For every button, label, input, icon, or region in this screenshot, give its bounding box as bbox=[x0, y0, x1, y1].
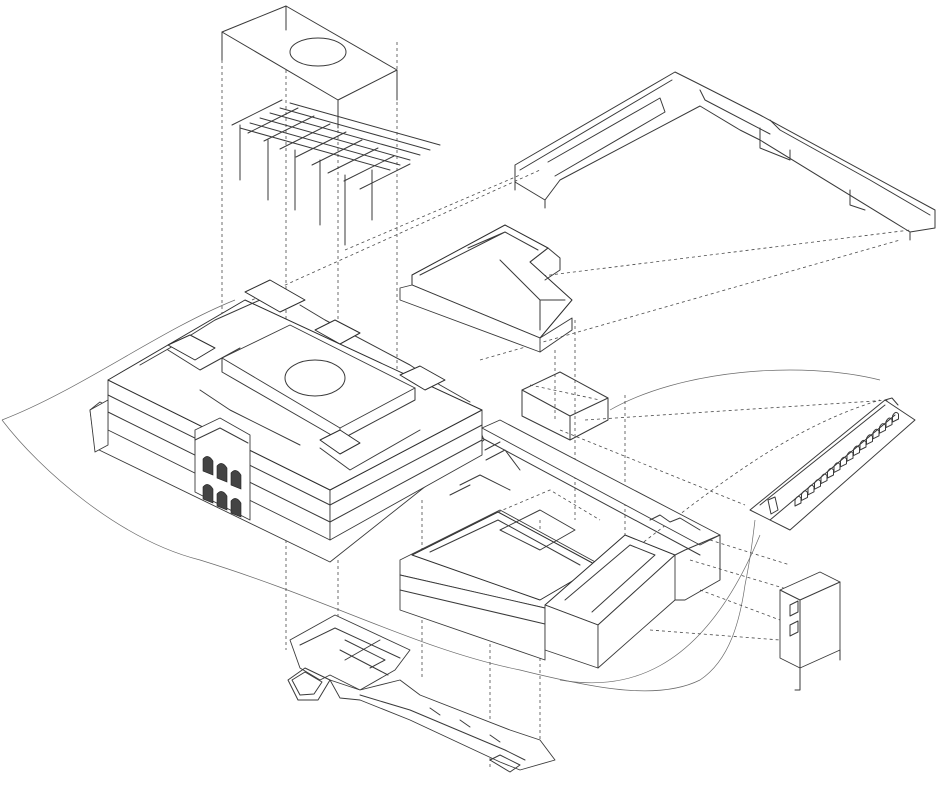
exploded-tower bbox=[779, 571, 841, 691]
courtyard-curve bbox=[559, 369, 881, 684]
gallery-arch bbox=[801, 490, 808, 501]
linework bbox=[327, 147, 379, 174]
annex-complex bbox=[399, 489, 721, 669]
gallery-arch bbox=[853, 445, 860, 457]
gallery-arch bbox=[840, 456, 847, 468]
pergola-structure bbox=[231, 99, 441, 246]
gallery-arch bbox=[820, 473, 828, 485]
gallery-arch bbox=[859, 439, 867, 451]
gallery-arch bbox=[833, 462, 841, 473]
linework bbox=[343, 155, 395, 182]
linework bbox=[259, 117, 411, 161]
main-building bbox=[89, 279, 485, 563]
gallery-arch bbox=[827, 467, 834, 479]
gallery-arch bbox=[866, 434, 873, 445]
linework bbox=[231, 99, 283, 126]
linework bbox=[279, 123, 331, 150]
linework bbox=[239, 127, 391, 171]
basement-plan bbox=[287, 614, 556, 773]
gallery-arch bbox=[879, 423, 886, 434]
linework bbox=[359, 163, 411, 190]
entrance-arch bbox=[202, 456, 214, 476]
explosion-guides bbox=[221, 42, 911, 770]
linework bbox=[247, 107, 299, 134]
gallery-arch bbox=[872, 428, 880, 440]
exploded-perimeter-wall bbox=[514, 71, 936, 241]
entrance-arch bbox=[202, 484, 214, 504]
entrance-arch bbox=[230, 470, 242, 490]
gallery-arch bbox=[794, 495, 802, 507]
linework bbox=[269, 112, 421, 156]
linework bbox=[295, 131, 347, 158]
gallery-arch bbox=[814, 479, 821, 490]
entrance-arch bbox=[216, 491, 228, 511]
gallery-arch bbox=[892, 411, 899, 423]
exploded-roof-box bbox=[221, 5, 398, 129]
entrance-arch bbox=[230, 498, 242, 518]
linework bbox=[289, 102, 441, 146]
linework bbox=[279, 107, 431, 151]
gallery-arch bbox=[846, 451, 854, 462]
linework bbox=[249, 122, 401, 166]
exploded-gallery bbox=[749, 397, 916, 531]
gallery-arch bbox=[807, 484, 815, 496]
gallery-arch bbox=[885, 417, 893, 429]
entrance-arch bbox=[216, 463, 228, 483]
exploded-l-block bbox=[399, 224, 573, 353]
exploded-glass-cube bbox=[521, 371, 609, 441]
